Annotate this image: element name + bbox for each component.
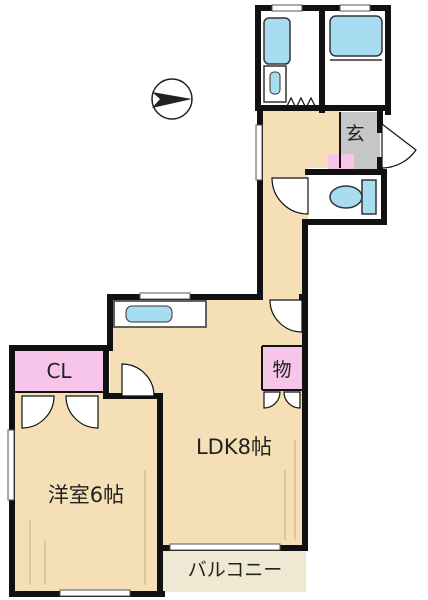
toilet-tank — [361, 179, 377, 215]
window-hall — [255, 124, 263, 181]
door-western — [121, 363, 155, 397]
balcony-label: バルコニー — [188, 559, 283, 581]
storage-label: 物 — [272, 359, 291, 381]
folding-door — [285, 96, 317, 110]
north-arrow-icon — [151, 78, 193, 120]
toilet-icon — [329, 185, 363, 209]
balcony-floor — [163, 548, 306, 592]
washing-drain — [269, 71, 281, 95]
ldk-label: LDK8帖 — [196, 435, 272, 459]
door-closet-right — [65, 395, 99, 429]
window-kitchen — [139, 292, 191, 300]
door-toilet — [271, 177, 309, 215]
kitchen-sink — [125, 305, 173, 323]
window-western-bottom — [59, 589, 131, 597]
door-ldk-hall — [269, 299, 303, 333]
window-washroom — [271, 4, 303, 12]
washbasin-icon — [263, 17, 291, 65]
windows — [7, 4, 371, 597]
closet-floor — [12, 348, 106, 392]
ldk-floor — [110, 297, 304, 547]
door-storage-left — [263, 391, 281, 409]
door-closet-left — [21, 395, 55, 429]
door-storage-right — [283, 391, 301, 409]
door-entrance — [381, 122, 417, 169]
sliding-door-balcony — [169, 543, 281, 551]
bathtub-icon — [329, 15, 383, 57]
storage-floor — [262, 346, 302, 390]
closet-label: CL — [46, 359, 72, 383]
fixtures — [113, 15, 383, 328]
window-western-left — [7, 429, 15, 501]
window-bath — [339, 4, 371, 12]
doors — [21, 122, 417, 429]
western-room-label: 洋室6帖 — [48, 483, 124, 507]
entrance-label: 玄 — [345, 123, 364, 145]
hallway-upper-floor — [260, 108, 340, 168]
floor-grain — [29, 440, 296, 585]
partitions — [12, 112, 341, 393]
